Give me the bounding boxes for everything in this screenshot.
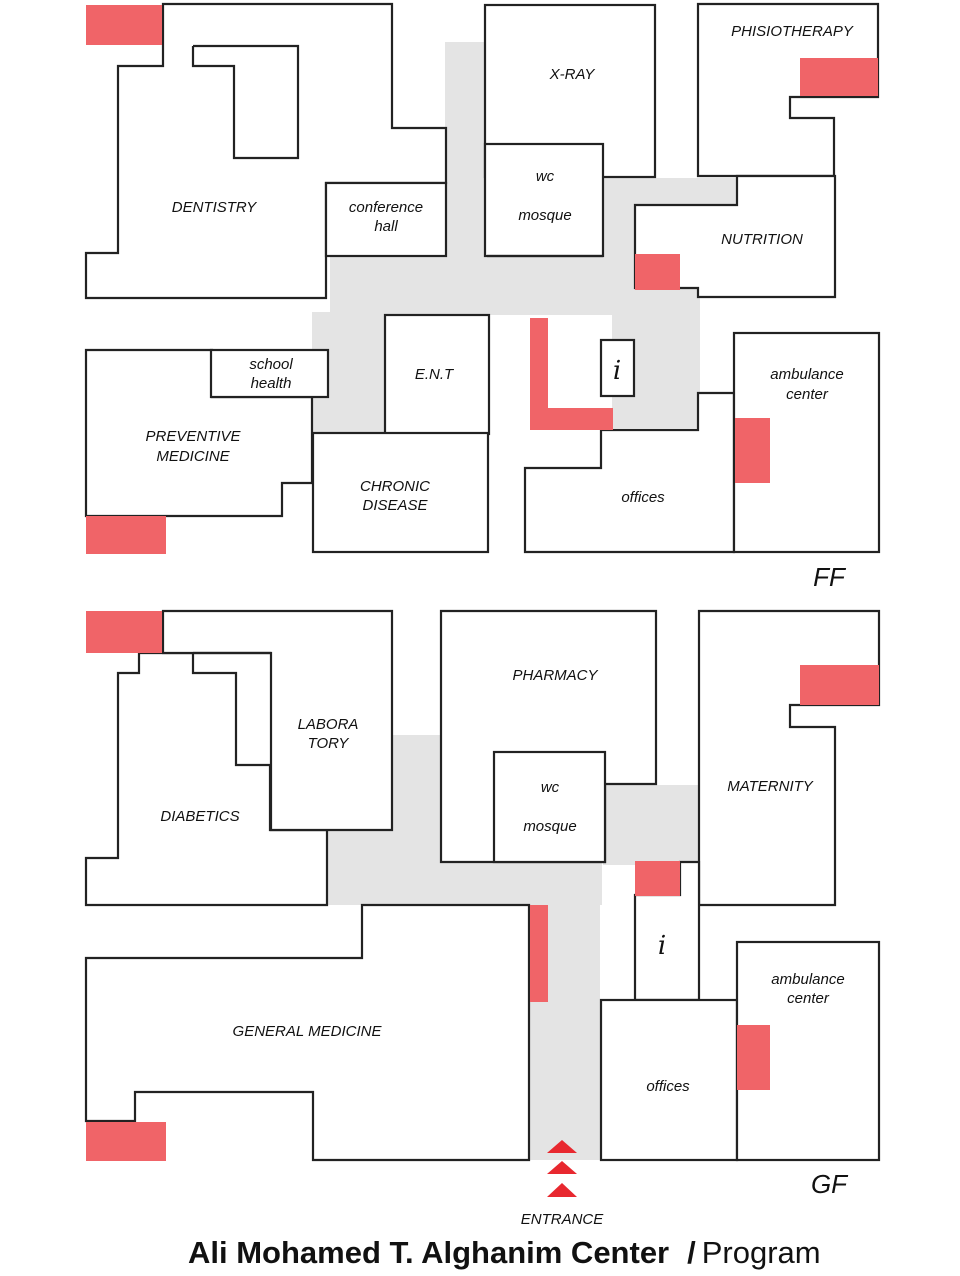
ff-stair-nutrition [635, 254, 680, 290]
ff-stair-central-vertical [530, 318, 548, 430]
ff-walls [84, 2, 881, 554]
project-title: Ali Mohamed T. Alghanim Center [188, 1235, 669, 1270]
info-icon-gf: i [658, 931, 666, 961]
room-label-mosque-gf: mosque [523, 818, 576, 835]
footer-title: Ali Mohamed T. Alghanim Center /Program [188, 1235, 821, 1270]
room-label-physiotherapy: PHISIOTHERAPY [731, 23, 854, 40]
room-label-chronic: CHRONIC [360, 478, 430, 495]
ff-stair-central-horizontal [530, 408, 613, 430]
first-floor-plan: DENTISTRY conference hall X-RAY wc mosqu… [84, 2, 881, 592]
gf-stair-ambulance [737, 1025, 770, 1090]
room-label-medicine: MEDICINE [156, 448, 230, 465]
gf-labels: LABORA TORY DIABETICS PHARMACY wc mosque… [160, 667, 849, 1199]
room-label-school: school [249, 356, 293, 373]
room-label-diabetics: DIABETICS [160, 808, 239, 825]
room-label-ent: E.N.T [415, 366, 455, 383]
room-label-hall: hall [374, 218, 398, 235]
room-label-conference: conference [349, 199, 423, 216]
room-label-dentistry: DENTISTRY [172, 199, 257, 216]
entrance-arrow-icon [547, 1140, 577, 1197]
ff-stair-physio [800, 58, 878, 96]
gf-stair-central [530, 905, 548, 1002]
entrance-label: ENTRANCE [521, 1211, 605, 1228]
gf-stair-maternity [800, 665, 879, 705]
room-label-ambulance: ambulance [770, 366, 843, 383]
floor-level-label-ff: FF [813, 562, 847, 592]
room-label-tory: TORY [308, 735, 350, 752]
gf-walls [84, 609, 881, 1162]
room-label-offices: offices [621, 489, 665, 506]
floor-level-label-gf: GF [811, 1169, 849, 1199]
gf-stair-top-left [86, 611, 162, 653]
room-label-xray: X-RAY [549, 66, 596, 83]
ff-stair-top-left [86, 5, 162, 45]
ff-labels: DENTISTRY conference hall X-RAY wc mosqu… [145, 23, 853, 592]
room-label-preventive: PREVENTIVE [145, 428, 241, 445]
room-label-labora: LABORA [298, 716, 359, 733]
room-label-health: health [251, 375, 292, 392]
title-separator: / [687, 1235, 696, 1270]
ff-stair-bottom-left [86, 516, 166, 554]
room-label-disease: DISEASE [362, 497, 428, 514]
project-subtitle: Program [702, 1235, 821, 1270]
gf-stairs [86, 611, 879, 1161]
ff-stairs [86, 5, 878, 554]
info-icon: i [613, 356, 621, 386]
gf-stair-bottom-left [86, 1122, 166, 1161]
ff-stair-ambulance [735, 418, 770, 483]
gf-stair-info [635, 861, 680, 896]
room-label-wc: wc [536, 168, 555, 185]
svg-text:Ali Mohamed T. Alghanim Center: Ali Mohamed T. Alghanim Center /Program [188, 1235, 821, 1270]
room-label-general-medicine: GENERAL MEDICINE [233, 1023, 383, 1040]
room-label-mosque: mosque [518, 207, 571, 224]
room-label-offices-gf: offices [646, 1078, 690, 1095]
room-label-pharmacy: PHARMACY [512, 667, 598, 684]
ground-floor-plan: LABORA TORY DIABETICS PHARMACY wc mosque… [84, 609, 881, 1228]
room-label-ambulance-gf: ambulance [771, 971, 844, 988]
room-label-maternity: MATERNITY [727, 778, 814, 795]
room-label-nutrition: NUTRITION [721, 231, 803, 248]
room-label-center-gf: center [787, 990, 830, 1007]
room-label-wc-gf: wc [541, 779, 560, 796]
room-label-center: center [786, 386, 829, 403]
